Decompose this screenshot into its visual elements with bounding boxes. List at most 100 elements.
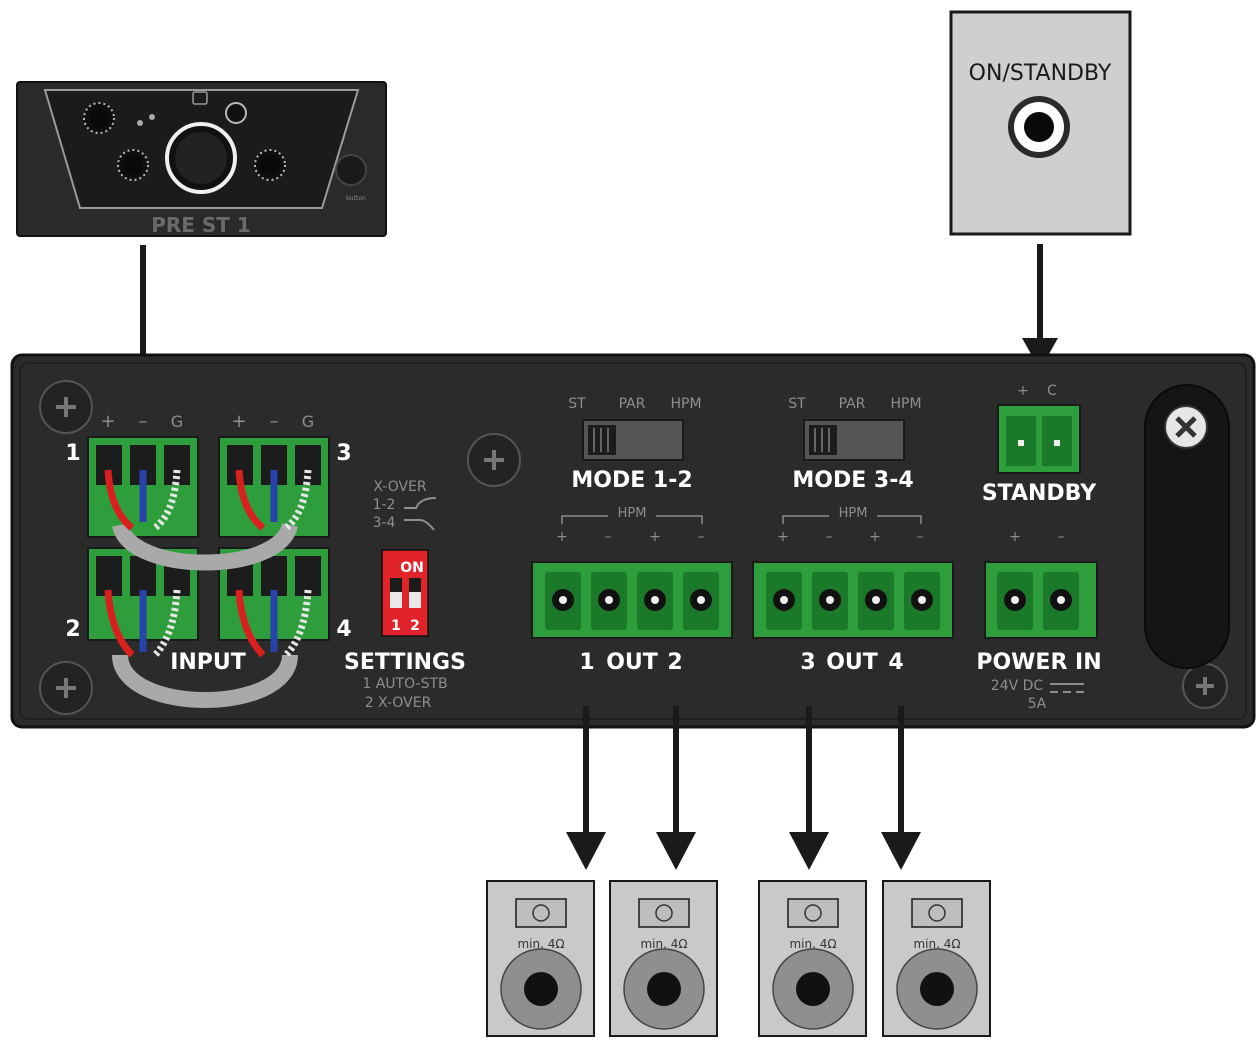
out12-left: 1 xyxy=(579,650,594,675)
input-channel-3-label: 3 xyxy=(336,441,351,466)
highpass-curve-icon xyxy=(404,497,437,509)
wire-red xyxy=(104,469,135,531)
controller-button[interactable] xyxy=(335,154,367,186)
power-label: POWER IN xyxy=(976,650,1101,675)
out34-mid: OUT xyxy=(826,650,878,675)
mode-3-4-switch[interactable] xyxy=(803,419,905,461)
mode12-par: PAR xyxy=(619,396,646,412)
input-channel-2-label: 2 xyxy=(65,617,80,642)
screw-icon xyxy=(39,380,93,434)
settings-label: SETTINGS xyxy=(344,650,466,675)
xover-line-1-2: 1-2 xyxy=(373,497,396,513)
wire-shield xyxy=(283,469,312,531)
input-pin-plus: + xyxy=(100,411,115,432)
standby-pin-c: C xyxy=(1047,383,1057,399)
hpm-bracket-label: HPM xyxy=(839,506,868,521)
input-label: INPUT xyxy=(170,650,246,675)
output-3-4-section: HPM + – + – 3 OUT 4 xyxy=(752,506,954,675)
standby-label: STANDBY xyxy=(982,481,1097,506)
speaker-impedance-label: min. 4Ω xyxy=(640,937,687,951)
speaker-impedance-label: min. 4Ω xyxy=(789,937,836,951)
mode12-st: ST xyxy=(568,396,586,412)
input-select-icon[interactable] xyxy=(225,102,247,124)
power-terminal[interactable] xyxy=(984,561,1098,639)
standby-section: + C STANDBY xyxy=(982,383,1097,506)
output-3-4-terminal[interactable] xyxy=(752,561,954,639)
power-pin-minus: – xyxy=(1058,529,1065,545)
speaker-impedance-label: min. 4Ω xyxy=(517,937,564,951)
mounting-screw-icon xyxy=(1164,405,1208,449)
power-voltage: 24V DC xyxy=(991,678,1044,694)
xover-title: X-OVER xyxy=(373,479,427,495)
hpm-bracket-label: HPM xyxy=(618,506,647,521)
settings-line-1: 1 AUTO-STB xyxy=(362,676,447,692)
cable-loop-top xyxy=(112,522,298,571)
power-pin-plus: + xyxy=(1009,529,1021,545)
input-pin-g: G xyxy=(302,412,314,431)
speaker-1: min. 4Ω xyxy=(486,880,595,1037)
out34-left: 3 xyxy=(800,650,815,675)
mode12-label: MODE 1-2 xyxy=(571,468,692,493)
controller-panel: button PRE ST 1 xyxy=(16,81,387,237)
bluetooth-icon xyxy=(192,91,208,105)
wire-shield xyxy=(152,589,181,658)
standby-switch-label: ON/STANDBY xyxy=(969,61,1112,86)
input-pin-minus: – xyxy=(139,411,148,432)
output-pin-minus: – xyxy=(605,529,612,545)
cable-loop-bottom xyxy=(112,653,298,708)
speaker-arrows xyxy=(566,706,921,870)
wire-shield xyxy=(283,589,312,658)
mode34-hpm: HPM xyxy=(890,396,921,412)
dip-on-label: ON xyxy=(400,560,424,576)
settings-section: X-OVER 1-2 3-4 ON 1 2 SETTINGS 1 AUTO-ST… xyxy=(344,479,466,711)
mounting-slot xyxy=(1144,384,1230,669)
wire-red xyxy=(104,589,135,658)
dip-sw1-label: 1 xyxy=(391,618,401,634)
input-pin-minus: – xyxy=(270,411,279,432)
standby-switch-box: ON/STANDBY xyxy=(949,10,1132,236)
settings-line-2: 2 X-OVER xyxy=(365,695,432,711)
lowpass-curve-icon xyxy=(404,519,435,531)
mode34-par: PAR xyxy=(839,396,866,412)
out12-right: 2 xyxy=(667,650,682,675)
mode34-label: MODE 3-4 xyxy=(792,468,913,493)
input-channel-4-label: 4 xyxy=(336,617,351,642)
input-section: + – G + – G 1 3 2 4 xyxy=(65,411,352,708)
out12-mid: OUT xyxy=(606,650,658,675)
mode-3-4-section: ST PAR HPM MODE 3-4 xyxy=(788,396,921,493)
controller-button-label: button xyxy=(346,195,366,202)
screw-icon xyxy=(39,661,93,715)
mode-1-2-switch[interactable] xyxy=(582,419,684,461)
dip-sw2-label: 2 xyxy=(410,618,420,634)
speaker-3: min. 4Ω xyxy=(758,880,867,1037)
output-pin-minus: – xyxy=(826,529,833,545)
mode-1-2-section: ST PAR HPM MODE 1-2 xyxy=(568,396,701,493)
standby-terminal[interactable] xyxy=(997,404,1081,474)
wire-red xyxy=(235,469,266,531)
input-pin-plus: + xyxy=(231,411,246,432)
mode34-st: ST xyxy=(788,396,806,412)
screw-icon xyxy=(1182,663,1228,709)
output-pin-minus: – xyxy=(698,529,705,545)
speaker-impedance-label: min. 4Ω xyxy=(913,937,960,951)
amplifier-rear-panel: + – G + – G 1 3 2 4 xyxy=(10,353,1256,729)
dip-switch[interactable]: ON 1 2 xyxy=(381,549,429,637)
power-section: + – POWER IN 24V DC 5A xyxy=(976,529,1101,712)
dc-symbol-icon xyxy=(1050,683,1084,693)
speaker-2: min. 4Ω xyxy=(609,880,718,1037)
controller-name: PRE ST 1 xyxy=(151,213,251,237)
input-channel-1-label: 1 xyxy=(65,441,80,466)
output-pin-plus: + xyxy=(777,529,789,545)
wire-red xyxy=(235,589,266,658)
speaker-4: min. 4Ω xyxy=(882,880,991,1037)
output-1-2-terminal[interactable] xyxy=(531,561,733,639)
output-pin-plus: + xyxy=(649,529,661,545)
power-current: 5A xyxy=(1028,696,1047,712)
output-1-2-section: HPM + – + – 1 OUT 2 xyxy=(531,506,733,675)
xover-line-3-4: 3-4 xyxy=(373,515,396,531)
out34-right: 4 xyxy=(888,650,903,675)
output-pin-minus: – xyxy=(917,529,924,545)
standby-pin-plus: + xyxy=(1017,383,1029,399)
input-pin-g: G xyxy=(171,412,183,431)
